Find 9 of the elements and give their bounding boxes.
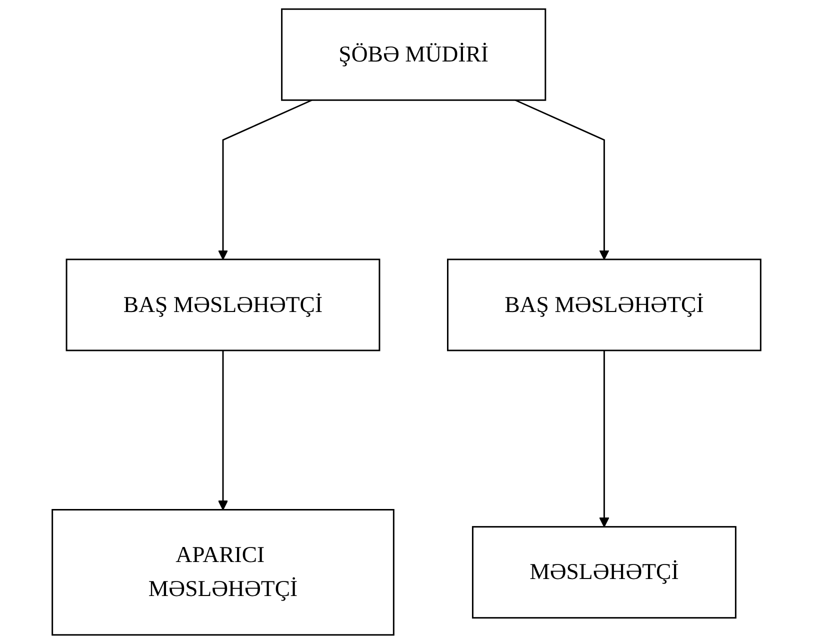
arrow bbox=[218, 99, 312, 260]
node-box: BAŞ MƏSLƏHƏTÇİ bbox=[447, 258, 762, 352]
node-box: MƏSLƏHƏTÇİ bbox=[472, 526, 736, 619]
arrow bbox=[218, 350, 228, 510]
node-box: BAŞ MƏSLƏHƏTÇİ bbox=[66, 258, 380, 352]
node-box: ŞÖBƏ MÜDİRİ bbox=[281, 8, 546, 101]
node-box: APARICI MƏSLƏHƏTÇİ bbox=[52, 509, 394, 636]
arrow bbox=[514, 99, 610, 260]
arrow bbox=[599, 350, 610, 528]
